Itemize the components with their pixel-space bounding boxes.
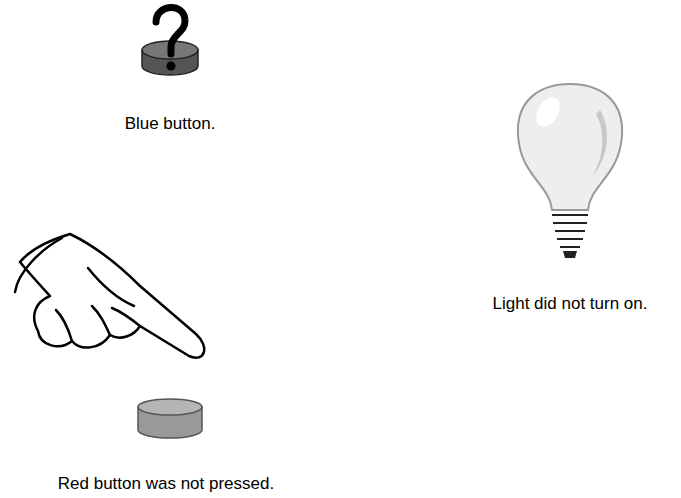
base-line bbox=[552, 214, 588, 216]
base-line bbox=[555, 230, 585, 232]
finger-line bbox=[92, 306, 110, 335]
cuff-line bbox=[15, 238, 62, 292]
base-line bbox=[557, 238, 583, 240]
pointing-hand bbox=[15, 234, 204, 358]
finger-line bbox=[112, 308, 140, 326]
button-top bbox=[138, 399, 202, 415]
bulb-highlight bbox=[531, 93, 564, 131]
hand-outline bbox=[20, 234, 204, 358]
light-bulb bbox=[518, 84, 622, 258]
bulb-shade bbox=[592, 110, 607, 176]
red-button-icon bbox=[138, 399, 202, 438]
caption-label: Blue button. bbox=[125, 114, 216, 134]
finger-line bbox=[56, 310, 72, 341]
bulb-glass bbox=[518, 84, 622, 210]
thumb-line bbox=[88, 268, 134, 306]
caption-label: Light did not turn on. bbox=[492, 294, 647, 314]
unknown-button-icon bbox=[142, 7, 198, 75]
base-line bbox=[560, 246, 580, 248]
bulb-base bbox=[552, 215, 588, 247]
question-dot bbox=[167, 62, 176, 71]
bulb-tip bbox=[563, 251, 577, 258]
question-mark bbox=[156, 7, 185, 54]
base-line bbox=[553, 222, 587, 224]
caption-label: Red button was not pressed. bbox=[58, 474, 274, 494]
